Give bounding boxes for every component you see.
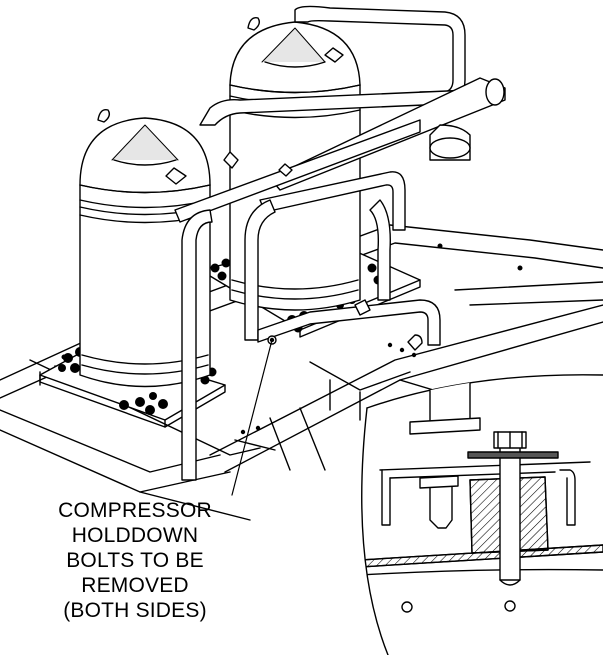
holddown-bolt-detail-inset: [361, 374, 603, 655]
callout-line-5: (BOTH SIDES): [63, 599, 207, 622]
callout-line-3: BOLTS TO BE: [66, 549, 204, 572]
callout-line-4: REMOVED: [81, 574, 189, 597]
holddown-bolts-callout: COMPRESSOR HOLDDOWN BOLTS TO BE REMOVED …: [10, 498, 260, 623]
callout-line-1: COMPRESSOR: [58, 499, 212, 522]
callout-leader: [231, 335, 277, 496]
callout-line-2: HOLDDOWN: [71, 524, 199, 547]
piping: [174, 5, 506, 481]
